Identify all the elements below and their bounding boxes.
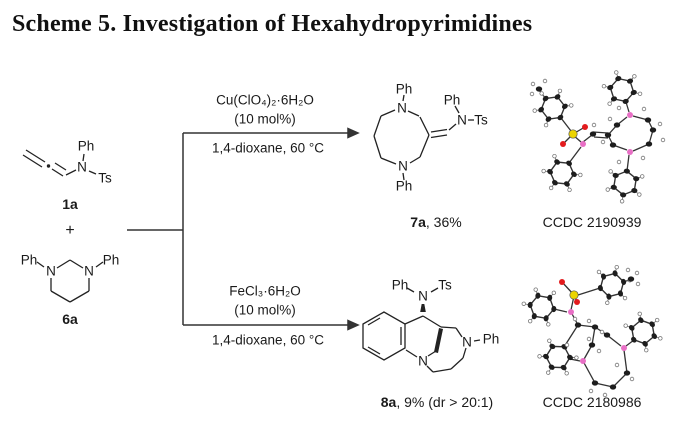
oxygen-atom — [560, 141, 566, 147]
atom-label-n: N — [457, 112, 467, 128]
atom-label-n: N — [77, 159, 87, 175]
atom-label-n: N — [418, 353, 428, 369]
atom-label-ph: Ph — [77, 138, 95, 154]
atom-label-ph: Ph — [20, 252, 38, 268]
wedge-bond-bridge — [434, 328, 443, 353]
yield-7a: , 36% — [425, 214, 462, 230]
ccdc-number-8a: CCDC 2180986 — [542, 394, 642, 410]
solvent-bottom: 1,4-dioxane, 60 °C — [212, 332, 324, 348]
structure-7a-skeleton — [373, 94, 474, 181]
nitrogen-atoms — [568, 309, 627, 364]
sulfur-atom — [569, 290, 579, 300]
nitrogen-atoms — [580, 112, 633, 155]
catalyst-bottom: FeCl₃·6H₂O — [229, 283, 301, 299]
xray-structure-7a — [525, 64, 666, 207]
atom-label-ph: Ph — [443, 92, 461, 108]
atom-label-n: N — [398, 158, 408, 174]
arrowhead-bottom — [347, 319, 360, 331]
structure-1a-skeleton — [22, 149, 97, 177]
allene-center-dot — [46, 164, 51, 168]
compound-label-1a: 1a — [62, 196, 78, 212]
methyl-carbon — [627, 276, 635, 282]
catalyst-top: Cu(ClO₄)₂·6H₂O — [216, 92, 314, 108]
product-caption-7a: 7a, 36% — [410, 214, 461, 230]
compound-label-7a: 7a — [410, 214, 426, 230]
atom-label-n: N — [397, 100, 407, 116]
atom-label-ts: Ts — [474, 112, 488, 128]
carbon-atoms — [574, 322, 631, 390]
structure-6a-skeleton — [36, 259, 104, 303]
loading-top: (10 mol%) — [234, 111, 296, 127]
hydrogen-atoms — [591, 105, 666, 165]
plus-sign: + — [65, 222, 75, 239]
product-caption-8a: 8a, 9% (dr > 20:1) — [381, 394, 493, 410]
atom-label-ph: Ph — [391, 277, 409, 293]
atom-label-n: N — [462, 334, 472, 350]
atom-label-ts: Ts — [98, 170, 112, 186]
xray-structure-8a — [518, 261, 671, 398]
ccdc-number-7a: CCDC 2190939 — [542, 214, 642, 230]
loading-bottom: (10 mol%) — [234, 302, 296, 318]
scheme-title: Scheme 5. Investigation of Hexahydropyri… — [12, 11, 533, 37]
atom-label-ph: Ph — [102, 252, 120, 268]
oxygen-atom — [559, 279, 565, 285]
reaction-arrows — [127, 127, 360, 331]
structure-8a-skeleton — [362, 287, 481, 373]
atom-label-ph: Ph — [395, 178, 413, 194]
atom-label-ph: Ph — [395, 81, 413, 97]
methyl-carbon — [535, 86, 543, 92]
carbon-atoms — [589, 117, 657, 148]
atom-label-n: N — [418, 288, 428, 304]
oxygen-atom — [582, 124, 588, 130]
atom-label-ph: Ph — [482, 331, 500, 347]
wedge-bond-namine — [420, 304, 426, 312]
compound-label-6a: 6a — [62, 311, 78, 327]
solvent-top: 1,4-dioxane, 60 °C — [212, 140, 324, 156]
oxygen-atom — [574, 299, 580, 305]
arrowhead-top — [347, 127, 360, 139]
atom-label-n: N — [84, 263, 94, 279]
yield-8a: , 9% (dr > 20:1) — [396, 394, 494, 410]
atom-label-ts: Ts — [438, 277, 452, 293]
hydrogen-atoms — [564, 316, 635, 398]
sulfur-atom — [568, 129, 578, 139]
atom-label-n: N — [46, 263, 56, 279]
compound-label-8a: 8a — [380, 394, 397, 410]
